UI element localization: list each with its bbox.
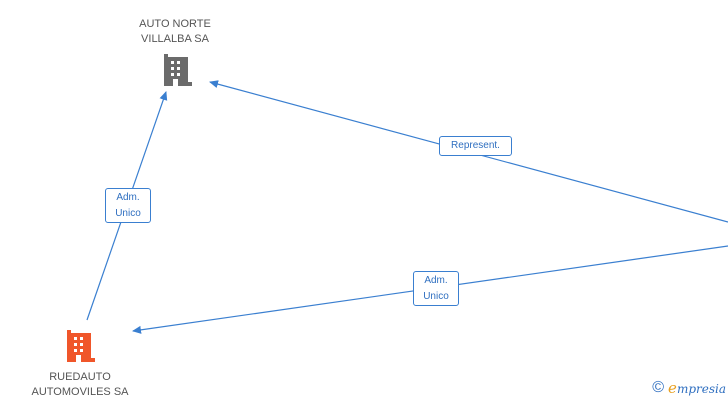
node-label-line: AUTOMOVILES SA [31,386,129,398]
building-icon[interactable] [164,54,192,86]
edge-label-line: Unico [423,291,449,302]
edge-label-adm-unico[interactable]: Adm. Unico [413,271,459,306]
edge-label-adm-unico[interactable]: Adm. Unico [105,188,151,223]
edge-label-represent[interactable]: Represent. [439,136,512,156]
node-label-line: VILLALBA SA [141,33,209,45]
node-label-line: RUEDAUTO [49,371,111,383]
copyright-icon: © [652,379,665,396]
brand-logo-initial: e [668,379,677,397]
edge-label-line: Adm. [424,275,448,286]
brand-watermark: © empresia [652,379,726,397]
node-label-auto-norte[interactable]: AUTO NORTE VILLALBA SA [124,17,226,47]
edge-label-line: Represent. [451,140,500,151]
node-label-line: AUTO NORTE [139,18,211,30]
building-icon[interactable] [67,330,95,362]
node-label-ruedauto[interactable]: RUEDAUTO AUTOMOVILES SA [20,370,140,400]
edge-label-line: Unico [115,208,141,219]
brand-logo: empresia [668,379,726,397]
edge-label-line: Adm. [116,192,140,203]
brand-logo-name: mpresia [676,382,726,396]
